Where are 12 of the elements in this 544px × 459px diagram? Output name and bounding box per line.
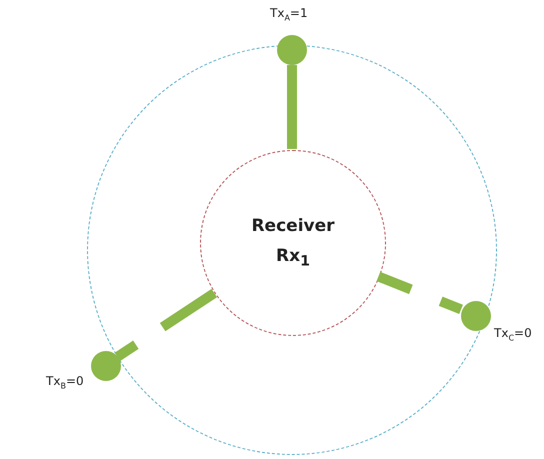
transmitter-label: Tx$_{A}$=1	[270, 6, 308, 22]
receiver-title: Receiver	[251, 216, 335, 236]
transmitter-label: Tx$_{C}$=0	[494, 326, 532, 342]
signal-bar	[376, 272, 463, 314]
transmitter-dot	[277, 35, 307, 65]
receiver-id: Rx$_{1}$	[276, 246, 310, 270]
transmitter-dot	[461, 301, 491, 331]
signal-bar	[287, 65, 297, 149]
transmitter-label: Tx$_{B}$=0	[46, 374, 84, 390]
receiver-circle	[200, 150, 386, 336]
signal-bar	[114, 288, 218, 361]
transmitter-dot	[91, 351, 121, 381]
